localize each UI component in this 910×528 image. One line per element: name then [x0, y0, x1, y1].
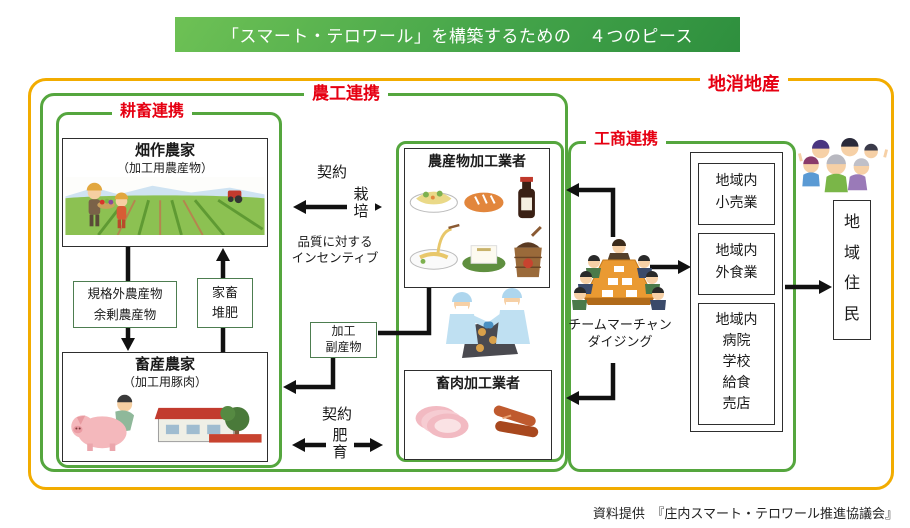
node-meat-processor: 畜肉加工業者: [404, 370, 552, 460]
region-chisan-chisho: [28, 78, 894, 490]
node-local-retail: 地域内 小売業: [698, 163, 775, 225]
node-local-institutions: 地域内 病院 学校 給食 売店: [698, 303, 775, 425]
agri-processor-title: 農産物加工業者: [428, 153, 526, 169]
team-meeting-illustration: [572, 239, 666, 310]
diagram-title: 「スマート・テロワール」を構築するための ４つのピース: [221, 27, 694, 46]
meat-products-illustration: [415, 405, 539, 438]
contract-cultivation-label: 契約: [316, 164, 347, 181]
diagram-title-bar: 「スマート・テロワール」を構築するための ４つのピース: [175, 17, 740, 52]
node-local-residents: 地域住民: [833, 200, 871, 340]
dining-line1: 地域内: [715, 242, 758, 258]
team-md-line1: チームマーチャン: [568, 317, 672, 332]
dining-line2: 外食業: [715, 263, 758, 280]
label-kosho-renkei: 工商連携: [586, 131, 667, 150]
arrow-byproduct-in: [378, 288, 432, 336]
offspec-line1: 規格外農産物: [87, 286, 163, 301]
institutions-line3: 学校: [722, 353, 751, 369]
source-credit: 資料提供 『庄内スマート・テロワール推進協議会』: [592, 506, 898, 521]
node-crop-farmer: 畑作農家 （加工用農産物）: [62, 138, 268, 247]
processed-foods-illustration: [409, 176, 542, 277]
region-kosho-renkei: [568, 141, 796, 472]
retail-line2: 小売業: [715, 193, 758, 210]
arrow-md-to-retail: [650, 260, 691, 274]
label-kochiku-renkei: 耕畜連携: [112, 103, 193, 122]
label-noko-renkei: 農工連携: [304, 84, 388, 104]
meat-processor-title: 畜肉加工業者: [436, 375, 520, 391]
livestock-farmer-title: 畜産農家: [134, 356, 195, 373]
breeding-char1: 肥: [332, 427, 348, 444]
arrow-retail-to-residents: [785, 280, 832, 294]
quality-incentive-label: 品質に対する インセンティブ: [283, 234, 387, 267]
breeding-chars: 肥 育: [326, 427, 354, 463]
arrow-byproduct-to-livestock: [283, 357, 336, 394]
institutions-line2: 病院: [722, 332, 751, 348]
compost-line2: 堆肥: [211, 305, 238, 320]
crop-farmer-subtitle: （加工用農産物）: [116, 160, 213, 175]
node-offspec-produce: 規格外農産物 余剰農産物: [73, 281, 177, 328]
arrow-md-to-agri-processor: [566, 183, 616, 237]
pig-farm-illustration: [71, 394, 262, 452]
node-livestock-farmer: 畜産農家 （加工用豚肉）: [62, 352, 268, 462]
compost-line1: 家畜: [211, 284, 238, 300]
arrow-md-to-meat-processor: [566, 363, 616, 405]
residents-label: 地域住民: [843, 214, 860, 324]
team-md-line2: ダイジング: [587, 333, 653, 349]
institutions-line1: 地域内: [715, 311, 758, 327]
node-livestock-compost: 家畜 堆肥: [197, 278, 253, 328]
residents-group-illustration: [798, 137, 888, 193]
crop-farmer-title: 畑作農家: [134, 142, 195, 159]
byproduct-line2: 副産物: [325, 340, 362, 354]
institutions-line5: 売店: [722, 395, 751, 411]
contract-breeding-label: 契約: [321, 406, 352, 423]
factory-workers-illustration: [446, 288, 530, 358]
incentive-line1: 品質に対する: [297, 235, 373, 249]
retail-line1: 地域内: [715, 172, 758, 188]
offspec-line2: 余剰農産物: [93, 307, 157, 322]
breeding-char2: 育: [332, 443, 348, 461]
label-chisan-chisho: 地消地産: [700, 74, 788, 95]
farm-illustration: [65, 177, 265, 236]
region-processors: [396, 141, 564, 462]
incentive-line2: インセンティブ: [291, 251, 379, 266]
cultivation-chars: 栽 培: [347, 186, 375, 222]
livestock-farmer-subtitle: （加工用豚肉）: [122, 374, 207, 389]
byproduct-line1: 加工: [331, 324, 356, 339]
cultivation-char2: 培: [353, 202, 369, 220]
team-merchandising-label: チームマーチャン ダイジング: [560, 317, 680, 351]
cultivation-char1: 栽: [353, 186, 369, 203]
node-agri-processor: 農産物加工業者: [404, 148, 550, 288]
institutions-line4: 給食: [722, 374, 751, 390]
node-local-dining: 地域内 外食業: [698, 233, 775, 295]
node-processing-byproduct: 加工 副産物: [310, 322, 377, 358]
